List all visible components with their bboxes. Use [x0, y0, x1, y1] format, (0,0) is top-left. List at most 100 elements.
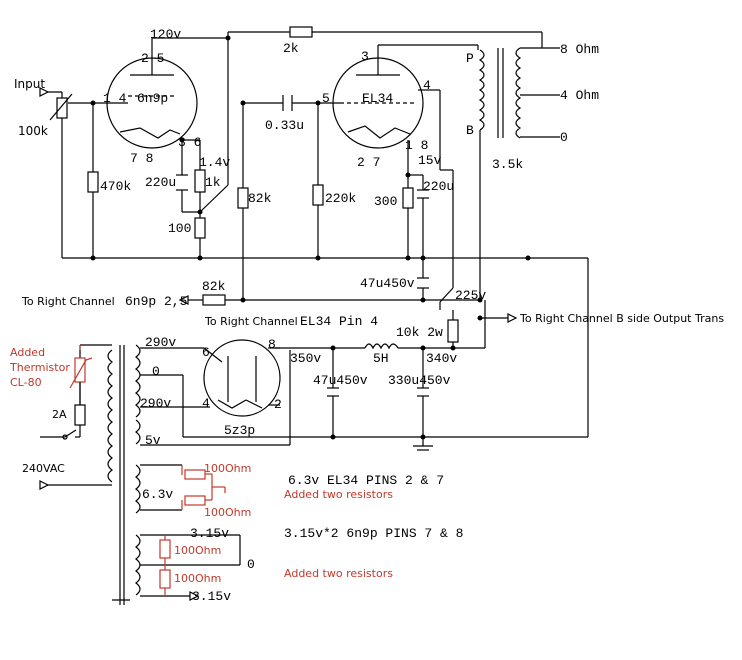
label-pin-4-rect: 4 — [202, 396, 210, 411]
label-220k: 220k — [325, 191, 356, 206]
resistor-10k-2w — [447, 319, 459, 343]
label-3.15v-6n9p: 3.15v*2 6n9p PINS 7 & 8 — [284, 526, 463, 541]
junction-dots — [90, 35, 531, 440]
label-pin-4: 4 — [423, 78, 431, 93]
label-3.15v-a: 3.15v — [190, 526, 229, 541]
junction-dot — [90, 100, 96, 106]
junction-dot — [197, 255, 203, 261]
label-1.4v: 1.4v — [199, 155, 230, 170]
label-340v: 340v — [426, 351, 457, 366]
label-100: 100 — [168, 221, 191, 236]
power-switch — [62, 429, 77, 440]
label-2a: 2A — [52, 408, 67, 421]
label-thermistor: Thermistor — [9, 361, 70, 374]
resistor-1k — [194, 169, 206, 193]
label-5h: 5H — [373, 351, 389, 366]
resistor-300 — [402, 187, 414, 209]
label-82k-link: 82k — [202, 279, 226, 294]
label-290v-b: 290v — [140, 396, 171, 411]
capacitor-0.33u — [282, 95, 293, 111]
output-transformer — [478, 47, 560, 139]
capacitor-47u450v-top — [417, 277, 429, 289]
junction-dot — [420, 345, 426, 351]
input-arrow — [39, 87, 50, 97]
junction-dot — [477, 297, 483, 303]
label-240vac: 240VAC — [22, 462, 65, 475]
junction-dot — [420, 434, 426, 440]
junction-dot — [240, 100, 246, 106]
label-to-right-channel: To Right Channel — [21, 295, 115, 308]
label-0: 0 — [152, 364, 160, 379]
junction-dot — [450, 345, 456, 351]
resistor-220k — [312, 184, 324, 206]
label-input: Input — [14, 77, 45, 91]
label-3.5k: 3.5k — [492, 157, 523, 172]
label-120v: 120v — [150, 27, 181, 42]
right-arrow-icon — [507, 313, 518, 323]
label-2k: 2k — [283, 41, 299, 56]
label-47u450v-bottom: 47u450v — [313, 373, 368, 388]
label-added-two-a: Added two resistors — [284, 488, 393, 501]
label-pin-3: 3 — [361, 49, 369, 64]
capacitor-330u450v — [417, 387, 429, 397]
label-el34: EL34 — [362, 91, 393, 106]
label-100ohm-a: 100Ohm — [204, 462, 251, 475]
junction-dot — [525, 255, 531, 261]
junction-dot — [405, 172, 411, 178]
resistor-100 — [194, 217, 206, 239]
fuse-2a — [74, 404, 86, 426]
junction-dot — [405, 255, 411, 261]
label-pin-3-6: 3 6 — [178, 135, 201, 150]
label-5v: 5v — [145, 433, 161, 448]
label-225v: 225v — [455, 288, 486, 303]
label-0.33u: 0.33u — [265, 118, 304, 133]
left-arrow-icon — [178, 295, 189, 305]
label-220u-b: 220u — [423, 179, 454, 194]
label-6n9p-2-5: 6n9p 2,5 — [125, 294, 187, 309]
tube-5z3p — [203, 339, 281, 417]
label-350v: 350v — [290, 351, 321, 366]
junction-dot — [179, 137, 185, 143]
resistor-2k — [289, 26, 313, 38]
junction-dot — [240, 297, 246, 303]
label-cl80: CL-80 — [10, 376, 42, 389]
label-6.3v: 6.3v — [142, 487, 173, 502]
label-100ohm-c: 100Ohm — [174, 544, 221, 557]
capacitor-220u-power — [417, 189, 429, 199]
heater-resistors-3v15 — [159, 539, 171, 589]
resistor-100k-pot — [49, 93, 73, 121]
resistor-470k — [87, 171, 99, 193]
label-to-right-el34: To Right Channel — [204, 315, 298, 328]
resistor-82k-link — [202, 294, 226, 306]
power-transformer — [107, 344, 141, 605]
label-3.15v-b: 3.15v — [192, 589, 231, 604]
label-82k-grid: 82k — [248, 191, 272, 206]
label-pin-1-8: 1 8 — [405, 138, 428, 153]
thermistor-cl80 — [69, 357, 93, 405]
label-0ohm: 0 — [560, 130, 568, 145]
label-added: Added — [10, 346, 45, 359]
label-added-two-b: Added two resistors — [284, 567, 393, 580]
label-pin-7-8-a: 7 8 — [130, 151, 153, 166]
label-8ohm: 8 Ohm — [560, 42, 599, 57]
label-100k: 100k — [18, 124, 48, 138]
capacitor-47u450v-bottom — [327, 387, 339, 397]
tube-6n9p — [105, 52, 198, 149]
label-470k: 470k — [100, 179, 131, 194]
junction-dot — [90, 255, 96, 261]
label-220u-a: 220u — [145, 175, 176, 190]
label-to-right-b: To Right Channel B side Output Trans — [519, 312, 724, 325]
wiring — [40, 31, 589, 597]
junction-dot — [225, 35, 231, 41]
label-pin-8: 8 — [268, 337, 276, 352]
label-300: 300 — [374, 194, 397, 209]
junction-dot — [330, 345, 336, 351]
label-10k-2w: 10k 2w — [396, 325, 443, 340]
label-1k: 1k — [205, 175, 221, 190]
label-pin-5: 5 — [322, 91, 330, 106]
junction-dot — [420, 255, 426, 261]
label-0-heater: 0 — [247, 557, 255, 572]
heater-resistors-6v3 — [184, 469, 226, 506]
